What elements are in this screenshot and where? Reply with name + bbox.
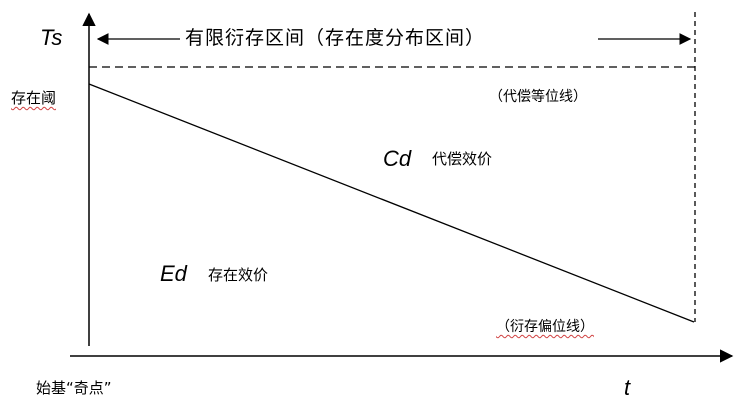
compensation-line-label: （代偿等位线） [489, 89, 587, 105]
y-axis-label: Ts [40, 25, 63, 50]
derivative-line-label: （衍存偏位线） [496, 319, 594, 335]
x-axis-label: t [624, 375, 631, 400]
cd-text: 代偿效价 [432, 150, 493, 168]
threshold-label: 存在阈 [11, 89, 57, 107]
cd-symbol: Cd [383, 146, 412, 171]
interval-label: 有限衍存区间（存在度分布区间） [183, 27, 488, 49]
derivative-deviation-line [88, 83, 695, 323]
ed-text: 存在效价 [208, 266, 269, 284]
origin-label: 始基“奇点” [36, 379, 112, 397]
ed-symbol: Ed [160, 261, 187, 286]
